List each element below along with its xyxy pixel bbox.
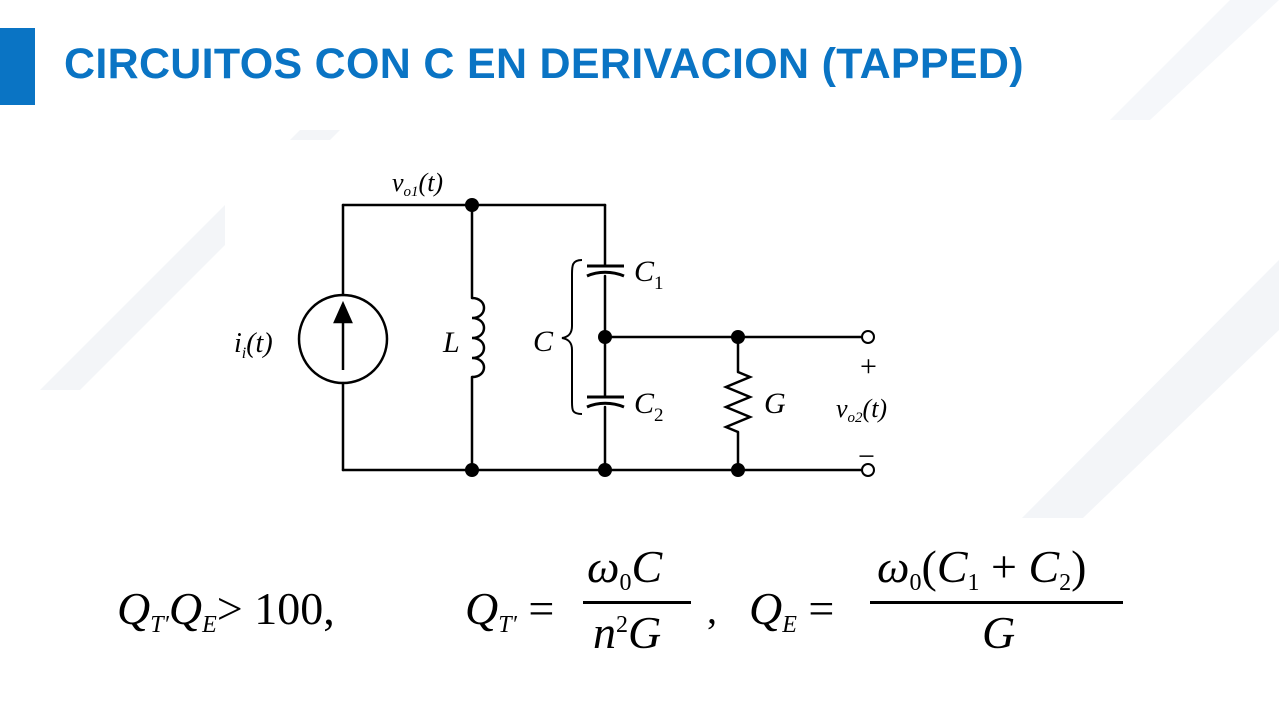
conductance-icon xyxy=(722,370,754,434)
junction-dot xyxy=(731,330,745,344)
capacitor-c1-icon xyxy=(586,264,625,278)
capacitor-c2-icon xyxy=(586,395,625,409)
junction-dots xyxy=(465,198,745,477)
capacitor-brace xyxy=(561,259,583,415)
formula-qt-lhs: QT′ = xyxy=(465,583,555,638)
label-capacitor-total: C xyxy=(533,325,554,358)
formula-separator: , xyxy=(707,587,717,632)
label-minus: − xyxy=(858,440,875,473)
label-vo1: vo1(t) xyxy=(392,168,443,200)
formula-qe-fraction-bar xyxy=(870,601,1123,604)
junction-dot xyxy=(598,463,612,477)
junction-dot xyxy=(465,463,479,477)
output-terminal-bottom xyxy=(861,463,875,477)
title-accent-bar xyxy=(0,28,35,105)
formula-panel: QT′QE> 100, QT′ = ω0C n2G , QE = ω0(C1 +… xyxy=(87,518,1159,663)
formula-qe-lhs: QE = xyxy=(749,583,835,638)
label-c2: C2 xyxy=(634,387,664,426)
formula-qt-fraction-bar xyxy=(583,601,691,604)
formula-qt-denominator: n2G xyxy=(593,607,662,658)
inductor-icon xyxy=(471,296,486,379)
label-c1: C1 xyxy=(634,255,664,294)
formula-qt-numerator: ω0C xyxy=(587,541,663,596)
junction-dot xyxy=(731,463,745,477)
slide-title: CIRCUITOS CON C EN DERIVACION (TAPPED) xyxy=(64,40,1024,88)
formula-qe-numerator: ω0(C1 + C2) xyxy=(877,541,1087,596)
label-conductance: G xyxy=(764,387,786,420)
label-plus: + xyxy=(860,350,877,383)
label-vo2: vo2(t) xyxy=(836,394,887,426)
output-terminal-top xyxy=(861,330,875,344)
circuit-diagram: vo1(t) ii(t) L C C1 C2 G vo2(t) + − xyxy=(225,140,913,510)
formula-condition: QT′QE> 100, xyxy=(117,583,335,638)
junction-dot xyxy=(465,198,479,212)
circuit-schematic: vo1(t) ii(t) L C C1 C2 G vo2(t) + − xyxy=(234,168,887,477)
label-inductor: L xyxy=(442,326,460,359)
label-source-current: ii(t) xyxy=(234,328,273,362)
formula-qe-denominator: G xyxy=(982,607,1016,658)
junction-dot xyxy=(598,330,612,344)
current-source-icon xyxy=(297,293,389,385)
